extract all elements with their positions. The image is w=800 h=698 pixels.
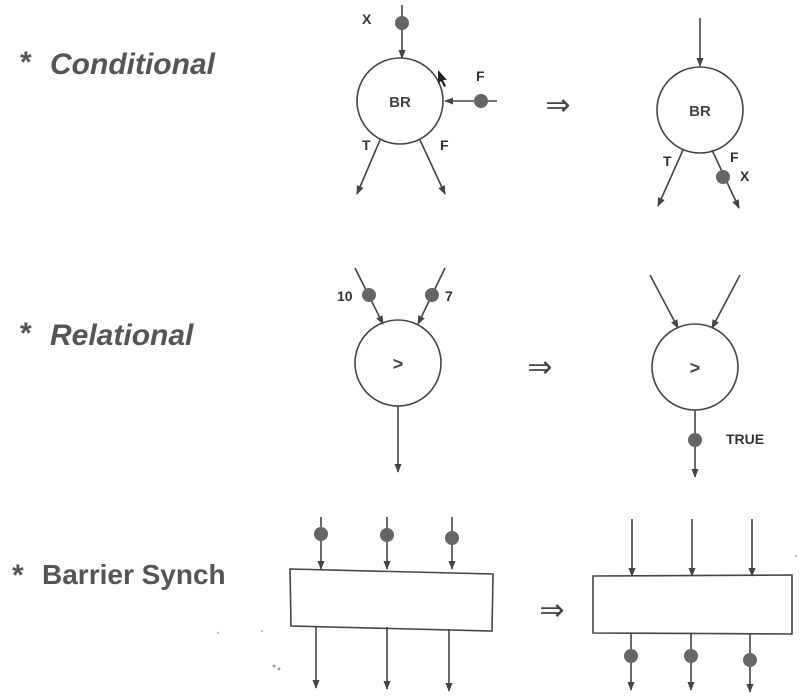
left-token-label: 10 xyxy=(337,288,353,304)
output-token-label: X xyxy=(740,168,750,184)
mouse-cursor-icon xyxy=(438,70,447,87)
false-label: F xyxy=(730,149,739,165)
output-token xyxy=(624,649,638,663)
scan-specks xyxy=(216,554,798,671)
left-input-arc xyxy=(649,274,679,329)
barrier-box xyxy=(289,568,494,632)
result-token xyxy=(688,433,702,447)
transition-arrow: ⇒ xyxy=(527,351,552,384)
right-input-arc xyxy=(711,274,741,329)
output-token xyxy=(684,649,698,663)
barrier-before xyxy=(289,517,494,692)
output-token xyxy=(716,170,730,184)
relational-after: > TRUE xyxy=(649,274,764,478)
input-token xyxy=(380,528,394,542)
control-token-label: F xyxy=(476,68,485,84)
section-conditional: * Conditional X BR F T F ⇒ BR T xyxy=(20,5,750,209)
result-token-label: TRUE xyxy=(726,431,764,447)
right-token xyxy=(425,288,439,302)
true-label: T xyxy=(663,153,672,169)
speck xyxy=(260,629,264,633)
input-token xyxy=(445,531,459,545)
node-label: BR xyxy=(389,94,411,111)
operator-label: > xyxy=(690,358,701,378)
node-label: BR xyxy=(689,103,711,120)
bullet-asterisk: * xyxy=(20,317,32,350)
section-relational: * Relational 10 7 > ⇒ > TRUE xyxy=(20,267,764,478)
section-title: Barrier Synch xyxy=(42,559,226,590)
barrier-after xyxy=(592,519,793,693)
barrier-box xyxy=(592,574,793,635)
bullet-asterisk: * xyxy=(20,46,32,79)
token-label: X xyxy=(362,11,372,27)
control-token xyxy=(474,94,488,108)
bullet-asterisk: * xyxy=(12,559,24,592)
transition-arrow: ⇒ xyxy=(545,89,570,122)
operator-label: > xyxy=(393,354,404,374)
speck xyxy=(272,664,276,668)
branch-node xyxy=(656,66,744,154)
conditional-after: BR T F X xyxy=(656,18,750,209)
right-token-label: 7 xyxy=(445,288,453,304)
left-token xyxy=(362,288,376,302)
speck xyxy=(794,554,798,558)
conditional-before: X BR F T F xyxy=(356,5,497,195)
section-title: Conditional xyxy=(50,48,216,81)
branch-node xyxy=(356,57,444,145)
data-token xyxy=(395,16,409,30)
speck xyxy=(277,667,281,671)
relational-before: 10 7 > xyxy=(337,267,453,473)
false-label: F xyxy=(440,137,449,153)
true-label: T xyxy=(362,137,371,153)
transition-arrow: ⇒ xyxy=(539,594,564,627)
false-arc xyxy=(419,139,446,195)
section-title: Relational xyxy=(50,319,194,352)
section-barrier-synch: * Barrier Synch ⇒ xyxy=(12,517,793,693)
input-token xyxy=(314,527,328,541)
speck xyxy=(216,631,220,635)
true-arc xyxy=(356,139,381,195)
output-token xyxy=(743,653,757,667)
true-arc xyxy=(657,149,684,207)
